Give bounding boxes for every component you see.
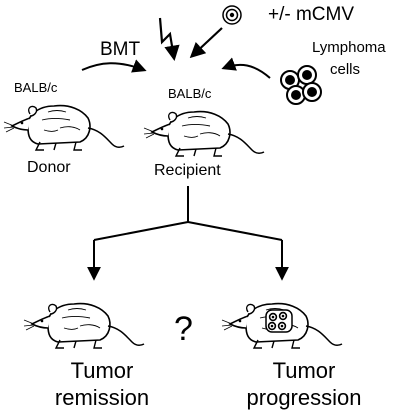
- bmt-label: BMT: [100, 39, 141, 60]
- cell-cluster-icon: [280, 65, 322, 105]
- branch-connector: [87, 186, 289, 281]
- virus-icon: [222, 5, 242, 25]
- donor-strain-label: BALB/c: [14, 80, 58, 95]
- tumor-icon: [265, 309, 293, 333]
- progression-label-line1: Tumor: [273, 358, 336, 383]
- question-mark: ?: [174, 310, 193, 348]
- lymphoma-arrow: [221, 57, 271, 79]
- lightning-icon: [158, 17, 180, 62]
- donor-mouse-icon: [3, 104, 125, 151]
- mcmv-label: +/- mCMV: [268, 4, 354, 25]
- bmt-arrow: [81, 59, 147, 73]
- mcmv-arrow: [189, 27, 223, 59]
- donor-label: Donor: [27, 159, 71, 176]
- recipient-strain-label: BALB/c: [168, 86, 212, 101]
- lymphoma-label-line2: cells: [330, 61, 360, 78]
- remission-label-line2: remission: [55, 385, 149, 410]
- recipient-label: Recipient: [154, 162, 221, 179]
- recipient-mouse-icon: [143, 110, 265, 157]
- lymphoma-label-line1: Lymphoma: [312, 39, 386, 56]
- remission-label-line1: Tumor: [71, 358, 134, 383]
- remission-mouse-icon: [23, 302, 145, 349]
- progression-label-line2: progression: [247, 385, 362, 410]
